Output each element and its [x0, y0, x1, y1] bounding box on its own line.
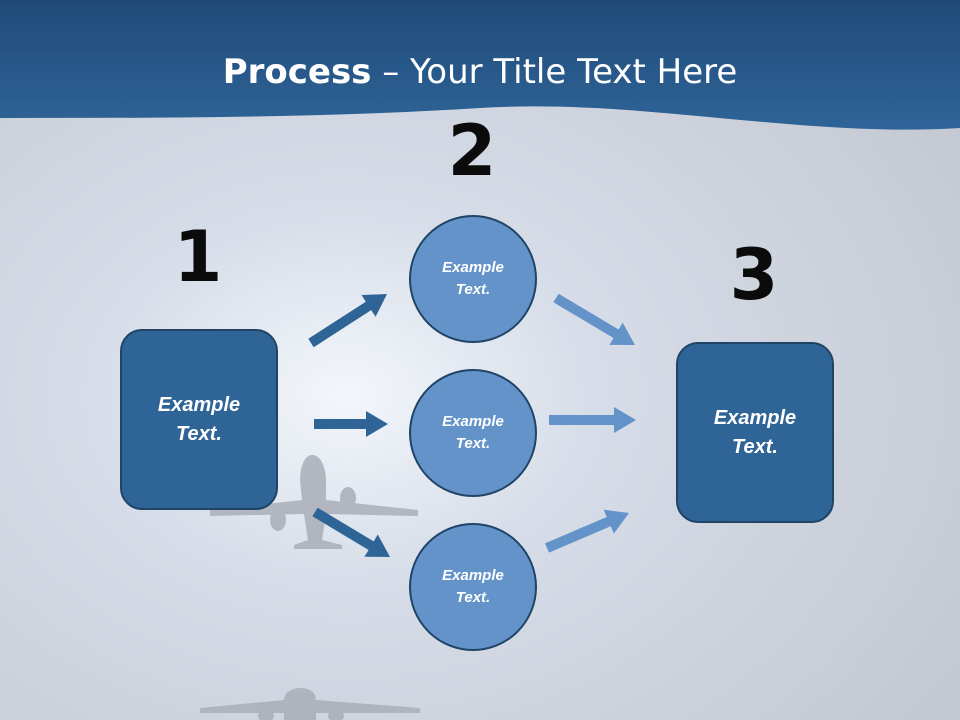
step-1-text: Example Text. [157, 393, 241, 445]
step-number-2: 2 [447, 110, 497, 192]
airplane-silhouette-icon [200, 688, 420, 720]
arrow-box1-to-circle-top-icon [308, 294, 387, 348]
step-number-1: 1 [173, 216, 223, 298]
step-number-3: 3 [729, 234, 779, 316]
circle-bottom-text: Example Text. [442, 566, 504, 607]
step-1-box: Example Text. [120, 329, 278, 510]
step-3-text: Example Text. [713, 406, 797, 458]
circle-middle-text: Example Text. [442, 412, 504, 453]
arrow-circle-bottom-to-box3-icon [545, 509, 629, 553]
airplane-silhouette-icon [210, 455, 418, 549]
arrow-circle-middle-to-box3-icon [549, 407, 636, 433]
step-2-circle-top: Example Text. [409, 215, 537, 343]
title-bold: Process [222, 52, 372, 92]
step-3-box: Example Text. [676, 342, 834, 523]
step-2-circle-bottom: Example Text. [409, 523, 537, 651]
arrow-box1-to-circle-middle-icon [314, 411, 388, 437]
slide-title: Process – Your Title Text Here [0, 52, 960, 92]
step-2-circle-middle: Example Text. [409, 369, 537, 497]
title-rest: – Your Title Text Here [371, 52, 738, 92]
arrow-circle-top-to-box3-icon [553, 293, 635, 345]
arrow-box1-to-circle-bottom-icon [312, 507, 390, 557]
circle-top-text: Example Text. [442, 258, 504, 299]
